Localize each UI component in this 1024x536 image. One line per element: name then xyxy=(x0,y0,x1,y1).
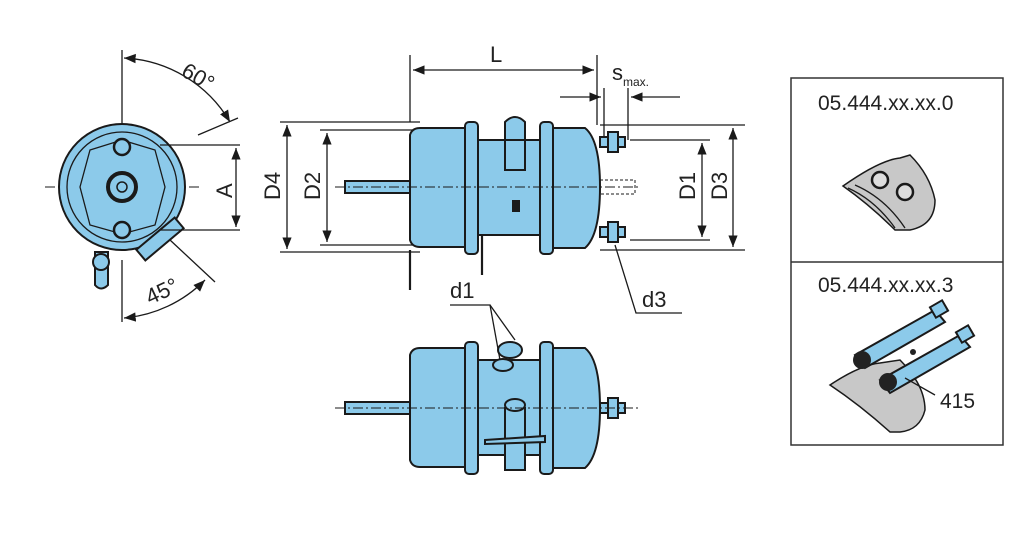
variant-3-illustration xyxy=(828,298,976,433)
variant-0-illustration xyxy=(841,154,936,231)
angle-60-label: 60° xyxy=(178,58,219,96)
dim-D4-label: D4 xyxy=(260,172,285,200)
callout-415: 415 xyxy=(940,390,975,413)
dim-D3-label: D3 xyxy=(707,172,732,200)
end-view: A 60° 45° xyxy=(45,50,241,322)
variant-3-part-number: 05.444.xx.xx.3 xyxy=(818,274,953,297)
dim-d1-label: d1 xyxy=(450,278,474,303)
dim-d3-label: d3 xyxy=(642,287,666,312)
dim-L-label: L xyxy=(490,42,502,67)
side-view: D4 D2 L smax. D1 xyxy=(260,42,745,314)
dim-D1-label: D1 xyxy=(675,172,700,200)
dim-smax-label: smax. xyxy=(612,60,649,89)
variant-0-part-number: 05.444.xx.xx.0 xyxy=(818,92,953,115)
dim-A-label: A xyxy=(212,183,237,198)
variants-panel: 05.444.xx.xx.0 05.444.xx.xx.3 415 xyxy=(790,77,1004,446)
angle-45-label: 45° xyxy=(142,273,183,310)
dim-D2-label: D2 xyxy=(300,172,325,200)
bottom-view: d1 xyxy=(335,278,640,475)
